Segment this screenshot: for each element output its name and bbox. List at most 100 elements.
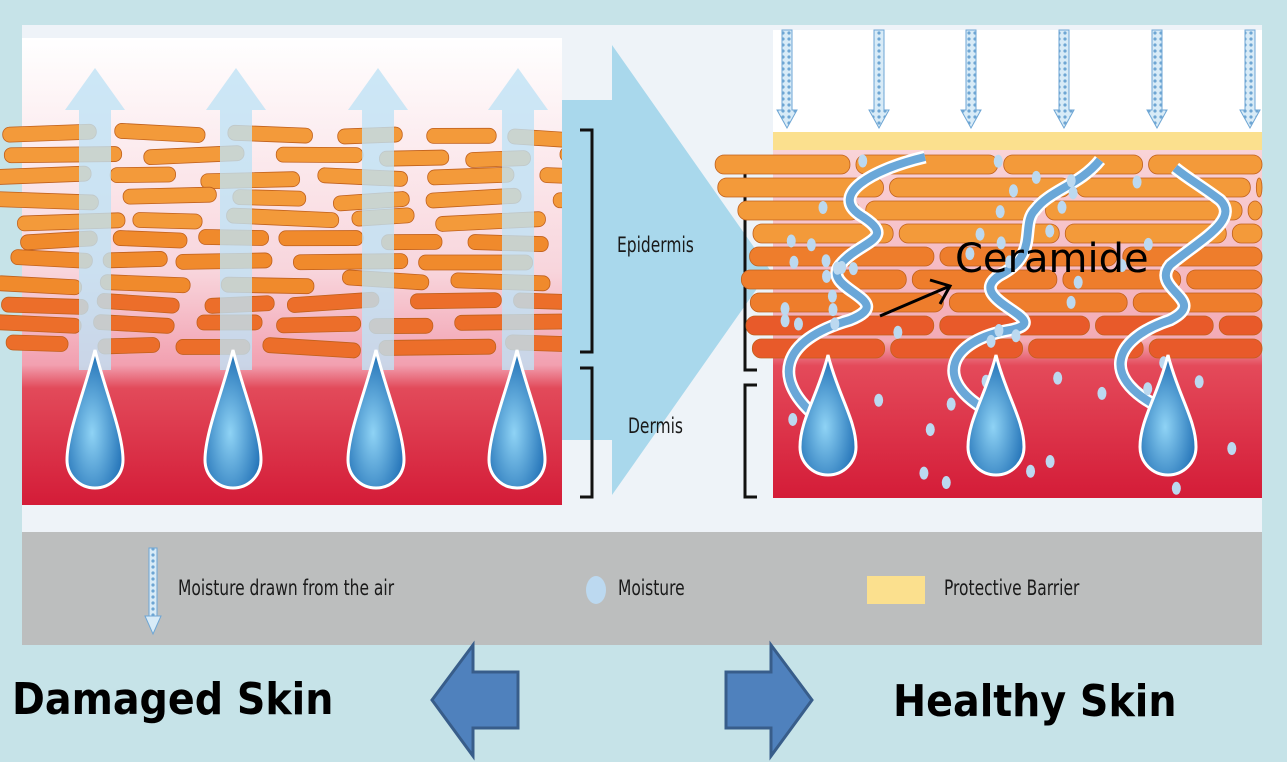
moisture-dot bbox=[1171, 481, 1181, 495]
moisture-dot bbox=[1011, 329, 1021, 343]
moisture-escape-arrow bbox=[348, 68, 408, 370]
moisture-dot bbox=[828, 303, 838, 317]
moisture-dot bbox=[786, 234, 796, 248]
transition-arrow bbox=[562, 45, 770, 495]
moisture-escape-arrow bbox=[488, 68, 548, 370]
moisture-dot bbox=[1117, 259, 1127, 273]
epidermis-label: Epidermis bbox=[617, 233, 694, 257]
healthy-skin-illustration bbox=[714, 29, 1263, 498]
skin-cell bbox=[122, 186, 217, 205]
moisture-dot bbox=[1066, 295, 1076, 309]
air-moisture-arrow bbox=[868, 29, 890, 130]
water-drop-icon bbox=[1138, 354, 1198, 477]
moisture-dot bbox=[965, 247, 975, 261]
damaged-skin-caption: Damaged Skin bbox=[12, 674, 334, 725]
moisture-dot bbox=[1143, 237, 1153, 251]
moisture-dot bbox=[1227, 442, 1237, 456]
moisture-dot bbox=[893, 325, 903, 339]
water-drop-icon bbox=[346, 349, 406, 490]
moisture-dot bbox=[994, 323, 1004, 337]
moisture-dot bbox=[858, 154, 868, 168]
moisture-dot bbox=[780, 314, 790, 328]
dermis-label: Dermis bbox=[628, 414, 684, 438]
air-moisture-arrow bbox=[1239, 29, 1261, 130]
skin-cell bbox=[737, 200, 861, 221]
moisture-dot bbox=[1097, 386, 1107, 400]
moisture-dot bbox=[830, 317, 840, 331]
moisture-dot bbox=[995, 205, 1005, 219]
moisture-dot bbox=[941, 476, 951, 490]
moisture-dot bbox=[818, 200, 828, 214]
air-moisture-arrow bbox=[1146, 29, 1168, 130]
skin-cell bbox=[114, 123, 206, 143]
water-drop-icon bbox=[65, 349, 125, 490]
skin-cell bbox=[1218, 315, 1263, 336]
moisture-escape-arrow bbox=[206, 68, 266, 370]
damaged-skin-illustration bbox=[0, 38, 649, 505]
skin-cell bbox=[717, 177, 884, 198]
skin-cell bbox=[1247, 200, 1263, 221]
moisture-dot bbox=[1031, 170, 1041, 184]
protective-barrier bbox=[773, 132, 1262, 150]
moisture-dot bbox=[996, 236, 1006, 250]
ceramide-label: Ceramide bbox=[955, 236, 1149, 282]
moisture-dot bbox=[1045, 224, 1055, 238]
moisture-dot bbox=[1068, 186, 1078, 200]
moisture-dot bbox=[1132, 175, 1142, 189]
moisture-dot bbox=[1005, 255, 1015, 269]
dermis-bracket-left bbox=[580, 366, 594, 499]
dermis-bracket-right bbox=[743, 383, 757, 499]
skin-cell bbox=[1148, 154, 1263, 175]
skin-cell bbox=[109, 166, 176, 184]
skin-cell bbox=[5, 334, 69, 352]
skin-cell bbox=[102, 251, 168, 269]
air-moisture-arrow bbox=[1053, 29, 1075, 130]
skin-cell bbox=[112, 230, 188, 249]
skin-cell bbox=[132, 212, 203, 230]
moisture-dot bbox=[1073, 275, 1083, 289]
water-drop-icon bbox=[798, 354, 858, 477]
moisture-dot bbox=[1066, 174, 1076, 188]
skin-cell bbox=[99, 274, 191, 294]
skin-cell bbox=[450, 272, 551, 292]
skin-cell bbox=[410, 292, 502, 310]
skin-cell bbox=[426, 127, 497, 144]
moisture-dot bbox=[1045, 455, 1055, 469]
moisture-dot-icon bbox=[586, 576, 606, 604]
skin-cell bbox=[276, 315, 362, 334]
moisture-dot bbox=[806, 238, 816, 252]
moisture-dot bbox=[1057, 200, 1067, 214]
moisture-dot bbox=[780, 302, 790, 316]
skin-cell bbox=[1231, 223, 1263, 244]
skin-cell bbox=[262, 337, 361, 359]
skin-cell bbox=[1045, 200, 1243, 221]
yellow-swatch-icon bbox=[867, 576, 925, 604]
legend-air-moisture-label: Moisture drawn from the air bbox=[178, 576, 395, 600]
skin-cell bbox=[275, 146, 364, 164]
skin-cell bbox=[1132, 292, 1263, 313]
skin-cell bbox=[714, 154, 851, 175]
ceramide-pointer-arrow bbox=[879, 278, 953, 318]
moisture-dot bbox=[975, 227, 985, 241]
moisture-dot bbox=[925, 423, 935, 437]
skin-cell bbox=[751, 338, 886, 359]
dotted-down-arrow-icon bbox=[144, 547, 162, 636]
skin-cell bbox=[1003, 154, 1143, 175]
legend-barrier-label: Protective Barrier bbox=[944, 576, 1080, 600]
water-drop-icon bbox=[487, 349, 547, 490]
skin-cell bbox=[1028, 338, 1144, 359]
moisture-dot bbox=[874, 393, 884, 407]
skin-cell bbox=[378, 338, 497, 356]
moisture-dot bbox=[919, 466, 929, 480]
moisture-escape-arrow bbox=[65, 68, 125, 370]
epidermis-bracket-left bbox=[580, 128, 594, 354]
skin-cell bbox=[1255, 177, 1263, 198]
moisture-dot bbox=[1053, 371, 1063, 385]
air-moisture-arrow bbox=[776, 29, 798, 130]
moisture-dot bbox=[946, 397, 956, 411]
legend-band bbox=[22, 532, 1262, 645]
moisture-dot bbox=[789, 255, 799, 269]
left-arrow-icon bbox=[430, 640, 520, 761]
skin-cell bbox=[1148, 338, 1263, 359]
